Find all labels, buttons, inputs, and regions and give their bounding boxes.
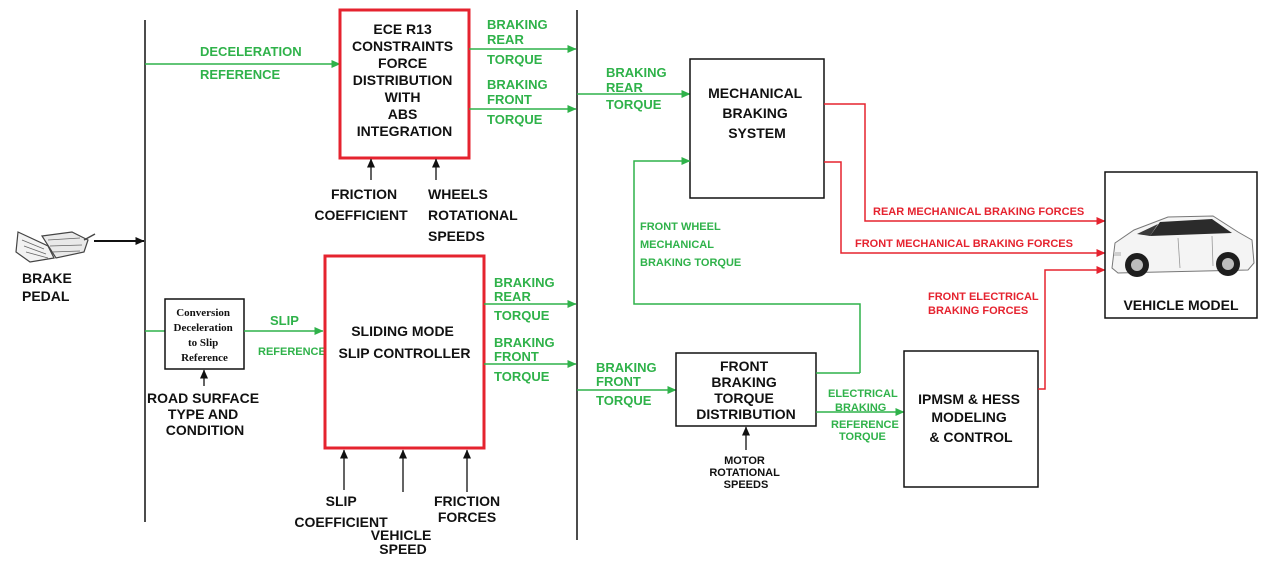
conversion-block [164, 298, 245, 370]
car-icon [1111, 215, 1255, 277]
sliding-mode-controller-block [323, 254, 486, 450]
ece-front-torque-label: BRAKING FRONT TORQUE [487, 77, 551, 127]
brake-pedal-label: BRAKE PEDAL [22, 270, 76, 304]
rear-mech-forces-label: REAR MECHANICAL BRAKING FORCES [873, 206, 1084, 218]
front-wheel-mech-torque-label: FRONT WHEEL MECHANICAL BRAKING TORQUE [640, 221, 741, 269]
mechanical-braking-label: MECHANICAL BRAKING SYSTEM [708, 85, 806, 141]
front-torque-distribution-block [675, 352, 817, 427]
vehicle-model-label: VEHICLE MODEL [1123, 297, 1239, 313]
conversion-label: Conversion Deceleration to Slip Referenc… [174, 307, 236, 364]
ece-r13-label: ECE R13 CONSTRAINTS FORCE DISTRIBUTION W… [352, 21, 457, 139]
ipmsm-hess-block [903, 350, 1039, 488]
friction-coefficient-label: FRICTION COEFFICIENT [314, 186, 408, 223]
mechanical-braking-block [689, 58, 825, 199]
front-elec-forces-label: FRONT ELECTRICAL BRAKING FORCES [928, 291, 1041, 317]
vehicle-speed-label: VEHICLE SPEED [371, 527, 436, 557]
ipmsm-hess-label: IPMSM & HESS MODELING & CONTROL [918, 391, 1024, 445]
road-surface-label: ROAD SURFACE TYPE AND CONDITION [147, 390, 263, 438]
ece-r13-block [338, 8, 471, 160]
wheels-speeds-label: WHEELS ROTATIONAL SPEEDS [428, 186, 521, 244]
front-elec-forces-path [1038, 266, 1106, 390]
sliding-mode-controller-label: SLIDING MODE SLIP CONTROLLER [339, 323, 471, 361]
front-mech-forces-path [824, 161, 1106, 257]
dist-front-in-label: BRAKING FRONT TORQUE [596, 360, 660, 408]
friction-forces-label: FRICTION FORCES [434, 493, 504, 525]
slip-coefficient-label: SLIP COEFFICIENT [294, 493, 388, 530]
front-mech-forces-label: FRONT MECHANICAL BRAKING FORCES [855, 238, 1073, 250]
motor-speeds-label: MOTOR ROTATIONAL SPEEDS [709, 455, 782, 491]
slip-ref-label: SLIP REFERENCE [258, 312, 326, 358]
front-torque-distribution-label: FRONT BRAKING TORQUE DISTRIBUTION [696, 358, 796, 422]
smc-front-torque-label: BRAKING FRONT TORQUE [494, 335, 558, 384]
rear-mech-forces-path [824, 103, 1106, 225]
brake-pedal-icon [15, 231, 96, 263]
mech-rear-in-label: BRAKING REAR TORQUE [606, 65, 670, 112]
smc-rear-torque-label: BRAKING REAR TORQUE [494, 275, 558, 323]
ece-rear-torque-label: BRAKING REAR TORQUE [487, 17, 551, 67]
decel-ref-label: DECELERATION REFERENCE [200, 44, 305, 82]
electrical-ref-label: ELECTRICAL BRAKING REFERENCE TORQUE [828, 388, 902, 443]
front-wheel-mech-torque-path [633, 157, 861, 373]
